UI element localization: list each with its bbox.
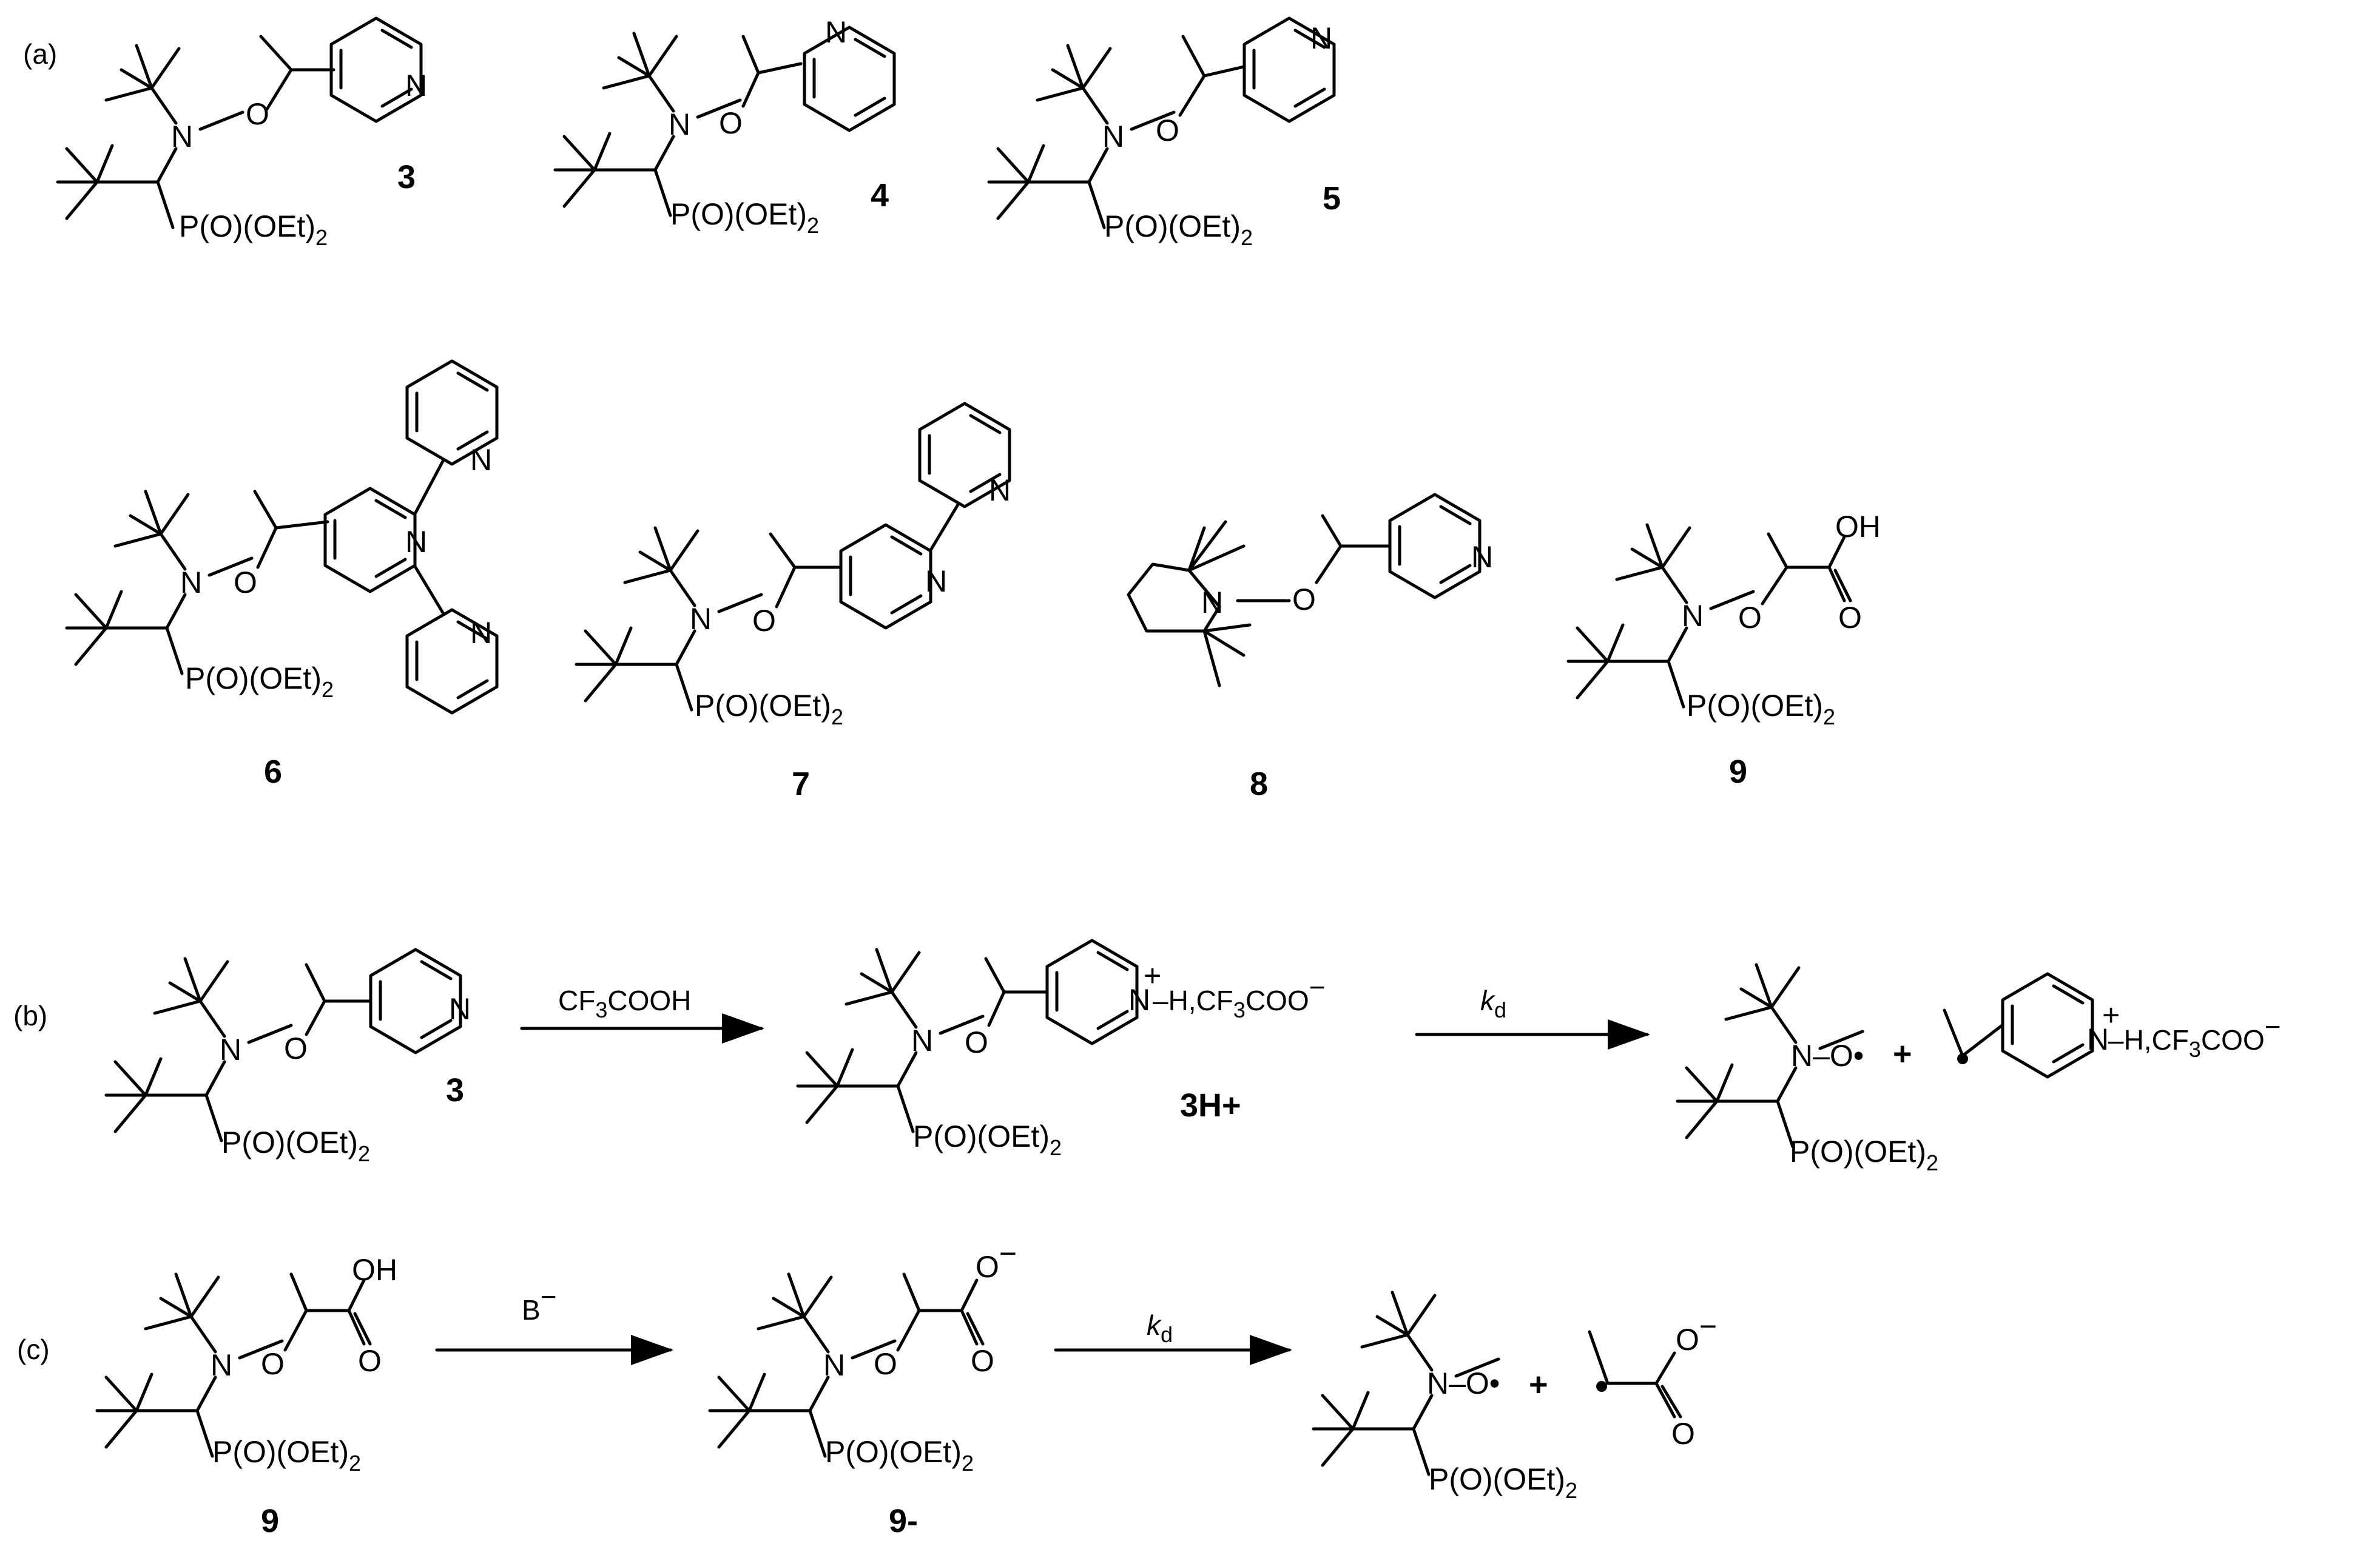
phosphonate-group: P(O)(OEt)2: [1687, 689, 1835, 729]
compound-label-3: 3: [397, 159, 416, 195]
oxygen-atom: O: [752, 604, 776, 638]
phosphonate-group: P(O)(OEt)2: [1790, 1135, 1938, 1175]
oxygen-atom: O: [284, 1031, 308, 1065]
reagent-base: B−: [522, 1281, 557, 1326]
pyridine-nitrogen: N: [989, 473, 1011, 507]
oxygen-atom: O: [261, 1347, 285, 1381]
pyridinium-counterion: –H,CF3COO−: [2108, 1011, 2281, 1062]
pyridine-nitrogen-upper: N: [470, 443, 492, 477]
compound-label-9-minus: 9-: [889, 1503, 918, 1539]
carbonyl-oxygen: O: [1671, 1417, 1695, 1451]
panel-label-b: (b): [13, 1000, 47, 1031]
phosphonate-group: P(O)(OEt)2: [212, 1435, 361, 1476]
pyridine-nitrogen: N: [449, 992, 471, 1026]
oxygen-atom: O: [246, 97, 269, 131]
compound-label-5: 5: [1323, 180, 1341, 217]
phosphonate-group: P(O)(OEt)2: [1104, 209, 1253, 250]
oxygen-atom: O: [965, 1025, 988, 1059]
hydroxyl-group: OH: [1835, 510, 1881, 544]
phosphonate-group: P(O)(OEt)2: [179, 209, 328, 250]
compound-label-4: 4: [871, 177, 889, 214]
nitrogen-atom: N: [1102, 120, 1124, 154]
protonated-counterion: –H,CF3COO−: [1153, 971, 1326, 1022]
positive-charge: +: [2102, 998, 2120, 1032]
compound-label-9-c: 9: [261, 1503, 279, 1539]
nitroxide-radical-b: N–O• P(O)(OEt)2: [1677, 965, 1938, 1175]
terpyridine-central-nitrogen: N: [405, 525, 427, 559]
plus-sign-c: +: [1529, 1366, 1548, 1403]
compound-label-7: 7: [792, 766, 810, 802]
nitrogen-atom: N: [911, 1024, 933, 1058]
pyridine-nitrogen: N: [405, 69, 427, 103]
phosphonate-group: P(O)(OEt)2: [825, 1435, 974, 1476]
phosphonate-group: P(O)(OEt)2: [913, 1119, 1062, 1160]
nitroxide-radical-label: N–O•: [1427, 1366, 1500, 1400]
nitrogen-atom: N: [171, 120, 193, 154]
hydroxyl-group: OH: [352, 1253, 397, 1287]
nitrogen-atom: N: [690, 602, 712, 636]
reagent-tfa: CF3COOH: [558, 985, 691, 1022]
compound-8-structure: N O N 8: [1127, 494, 1493, 802]
compound-label-9: 9: [1729, 754, 1747, 790]
phosphonate-group: P(O)(OEt)2: [695, 689, 843, 729]
compound-9-reactant: N O OH O P(O)(OEt)2 9: [97, 1253, 397, 1539]
compound-label-6: 6: [264, 754, 282, 790]
carboxylate-oxygen: O−: [1676, 1309, 1717, 1357]
pyridine-nitrogen: N: [1310, 21, 1332, 55]
compound-4-structure: N O N P(O)(OEt)2 4: [555, 15, 894, 238]
rate-constant-kd-c: kd: [1147, 1309, 1173, 1347]
compound-9-structure: N O OH O P(O)(OEt)2 9: [1568, 510, 1881, 790]
nitroxide-radical-c: N–O• P(O)(OEt)2: [1313, 1292, 1577, 1503]
pyridine-nitrogen: N: [1471, 540, 1493, 574]
phosphonate-group: P(O)(OEt)2: [1429, 1462, 1577, 1503]
compound-9-anion: N O O− O P(O)(OEt)2 9-: [710, 1237, 1017, 1539]
pyridinium-radical-b: N + –H,CF3COO−: [1943, 974, 2281, 1077]
nitrogen-atom: N: [823, 1348, 845, 1382]
pyridinium-nitrogen: N: [1128, 983, 1150, 1017]
compound-7-structure: N O N N P(O)(OEt)2 7: [576, 403, 1011, 802]
oxygen-atom: O: [1156, 113, 1179, 147]
compound-5-structure: N O N P(O)(OEt)2 5: [989, 18, 1341, 250]
compound-label-8: 8: [1250, 766, 1268, 802]
nitrogen-atom: N: [211, 1348, 232, 1382]
compound-3-reactant: N O N P(O)(OEt)2 3: [106, 950, 471, 1166]
panel-label-c: (c): [17, 1334, 50, 1365]
compound-6-structure: N O N N N P(O)(OEt)2 6: [67, 361, 497, 790]
phosphonate-group: P(O)(OEt)2: [221, 1125, 370, 1166]
oxygen-atom: O: [719, 106, 743, 140]
panel-label-a: (a): [23, 38, 57, 70]
nitrogen-atom: N: [180, 565, 202, 599]
nitrogen-atom: N: [669, 107, 690, 141]
pyridinium-nitrogen: N: [2087, 1022, 2109, 1056]
carboxylate-oxygen: O−: [976, 1237, 1017, 1284]
carbonyl-oxygen: O: [971, 1344, 994, 1378]
compound-3h-structure: N O N + –H,CF3COO− P(O)(OEt)2 3H+: [798, 940, 1326, 1160]
oxygen-atom: O: [1292, 582, 1316, 616]
bipyridine-nitrogen: N: [925, 564, 947, 598]
plus-sign-b: +: [1893, 1036, 1912, 1072]
rate-constant-kd-b: kd: [1480, 985, 1506, 1022]
phosphonate-group: P(O)(OEt)2: [670, 197, 819, 238]
oxygen-atom: O: [1738, 601, 1762, 635]
pyridine-nitrogen-lower: N: [470, 616, 492, 650]
carbonyl-oxygen: O: [1838, 601, 1862, 635]
nitrogen-atom: N: [220, 1033, 241, 1067]
compound-label-3h: 3H+: [1180, 1087, 1241, 1124]
oxygen-atom: O: [234, 565, 257, 599]
phosphonate-group: P(O)(OEt)2: [185, 661, 334, 702]
nitroxide-radical-label: N–O•: [1791, 1039, 1864, 1073]
nitrogen-atom: N: [1682, 599, 1704, 633]
positive-charge: +: [1144, 959, 1161, 993]
carbonyl-oxygen: O: [358, 1344, 382, 1378]
pyridine-nitrogen: N: [825, 15, 847, 49]
compound-label-3-b: 3: [446, 1072, 464, 1109]
oxygen-atom: O: [874, 1347, 897, 1381]
compound-3-structure: N O N P(O)(OEt)2 3: [58, 18, 427, 250]
piperidine-nitrogen: N: [1201, 586, 1223, 619]
carboxylate-radical-c: O− O: [1588, 1309, 1717, 1451]
